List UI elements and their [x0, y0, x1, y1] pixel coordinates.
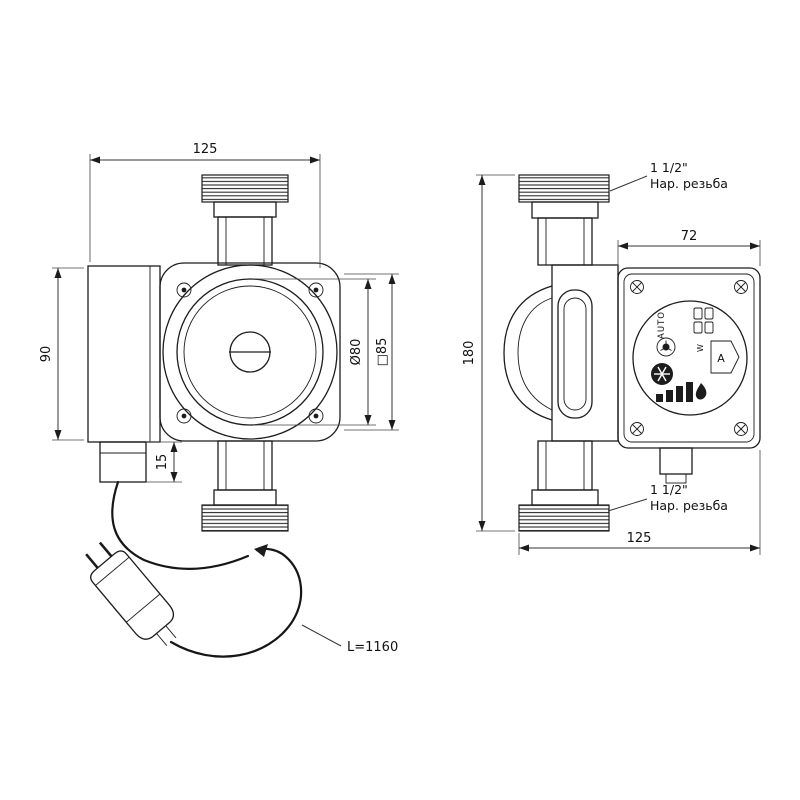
terminal-box — [99, 441, 147, 483]
power-bars-icon — [656, 382, 693, 402]
dim-height-left: 90 — [39, 267, 84, 441]
thread-note-top: Нар. резьба — [650, 176, 728, 191]
dim-label-125-bottom: 125 — [627, 531, 652, 546]
impeller-button-icon — [656, 337, 676, 357]
dim-depth-125: 125 — [518, 450, 761, 555]
snowflake-button-icon — [651, 363, 673, 385]
threaded-union-top-icon — [201, 174, 289, 203]
display-letter: A — [717, 352, 725, 365]
power-plug — [85, 541, 177, 646]
corner-screw-icon — [308, 408, 324, 424]
cord-boot — [156, 625, 177, 646]
thread-note-bottom: Нар. резьба — [650, 498, 728, 513]
corner-screw-icon — [176, 408, 192, 424]
auto-adapt-display: A — [710, 340, 740, 374]
dim-label-180: 180 — [462, 341, 477, 366]
dim-offset-15: 15 — [146, 441, 182, 483]
plug-pin-icon — [98, 541, 113, 558]
dim-label-d80: Ø80 — [349, 339, 364, 366]
seven-segment-icon — [693, 307, 714, 334]
front-top-pipe — [201, 174, 289, 266]
thread-callout-top: 1 1/2" Нар. резьба — [609, 160, 728, 192]
watt-unit-label: W — [696, 344, 705, 352]
dim-label-s85: □85 — [375, 338, 390, 367]
cable-gland — [659, 447, 693, 484]
plug-body — [90, 550, 175, 640]
corner-screw-icon — [308, 282, 324, 298]
thread-size-top: 1 1/2" — [650, 160, 688, 175]
front-view: 125 90 Ø80 □85 — [39, 142, 399, 658]
corner-screw-icon — [176, 282, 192, 298]
phillips-screw-icon — [630, 422, 644, 436]
power-cable — [111, 480, 303, 658]
cable-break-arrow-icon — [254, 544, 268, 557]
side-bottom-pipe — [518, 440, 610, 532]
cable-length-callout: L=1160 — [301, 624, 398, 655]
threaded-union-bottom-icon — [201, 504, 289, 532]
phillips-screw-icon — [734, 280, 748, 294]
side-view: AUTO W — [462, 160, 761, 555]
phillips-screw-icon — [630, 280, 644, 294]
front-bottom-pipe — [201, 440, 289, 532]
dim-width-top: 125 — [89, 142, 321, 268]
dim-label-125-top: 125 — [193, 142, 218, 157]
dim-diameter-80: Ø80 — [252, 278, 376, 426]
heating-mode-icon — [695, 383, 707, 400]
dim-label-72: 72 — [681, 229, 698, 244]
auto-mode-label: AUTO — [657, 311, 667, 339]
control-box: AUTO W — [617, 267, 761, 484]
threaded-port-bottom-icon — [518, 504, 610, 532]
dim-port-to-port-180: 180 — [462, 174, 515, 532]
cable-length-label: L=1160 — [347, 640, 398, 655]
phillips-screw-icon — [734, 422, 748, 436]
dim-square-85: □85 — [344, 273, 399, 431]
dim-label-90: 90 — [39, 346, 54, 363]
dim-label-15: 15 — [155, 454, 170, 471]
thread-callout-bottom: 1 1/2" Нар. резьба — [607, 482, 728, 513]
dim-face-width-72: 72 — [617, 229, 761, 266]
plug-pin-icon — [85, 553, 99, 569]
threaded-port-top-icon — [518, 174, 610, 203]
thread-size-bottom: 1 1/2" — [650, 482, 688, 497]
volute-profile — [503, 285, 553, 421]
control-panel: AUTO W — [632, 300, 748, 416]
